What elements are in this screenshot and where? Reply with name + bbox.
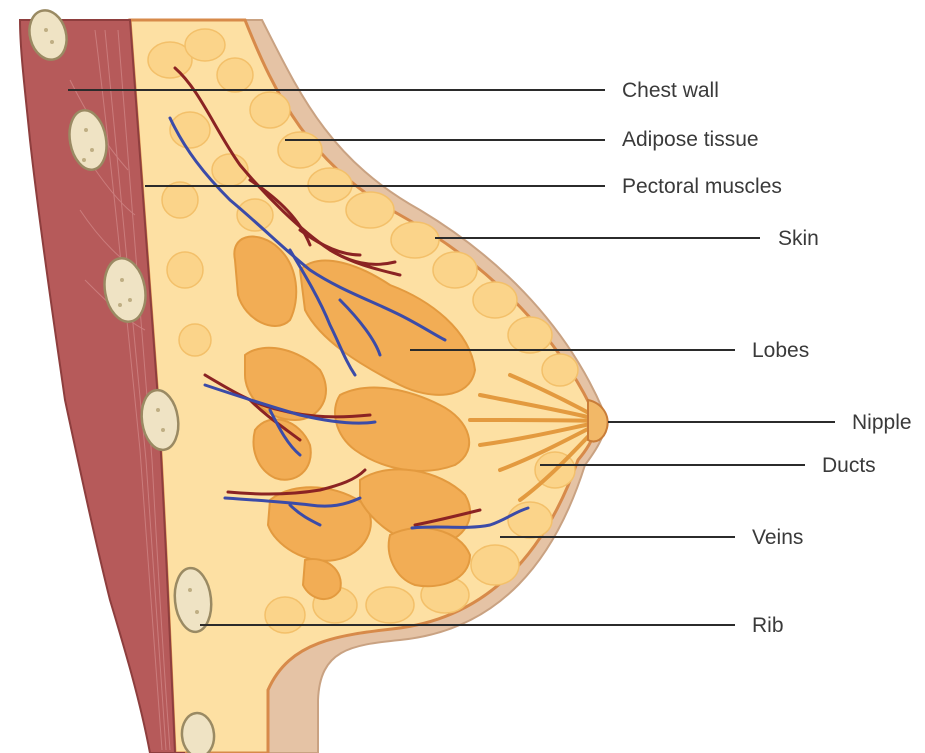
label-nipple: Nipple bbox=[852, 411, 912, 434]
label-skin: Skin bbox=[778, 227, 819, 250]
label-ducts: Ducts bbox=[822, 454, 876, 477]
label-rib: Rib bbox=[752, 614, 784, 637]
label-chest-wall: Chest wall bbox=[622, 79, 719, 102]
label-adipose-tissue: Adipose tissue bbox=[622, 128, 759, 151]
label-lobes: Lobes bbox=[752, 339, 809, 362]
label-veins: Veins bbox=[752, 526, 803, 549]
nipple-shape bbox=[588, 400, 608, 442]
label-pectoral-muscles: Pectoral muscles bbox=[622, 175, 782, 198]
